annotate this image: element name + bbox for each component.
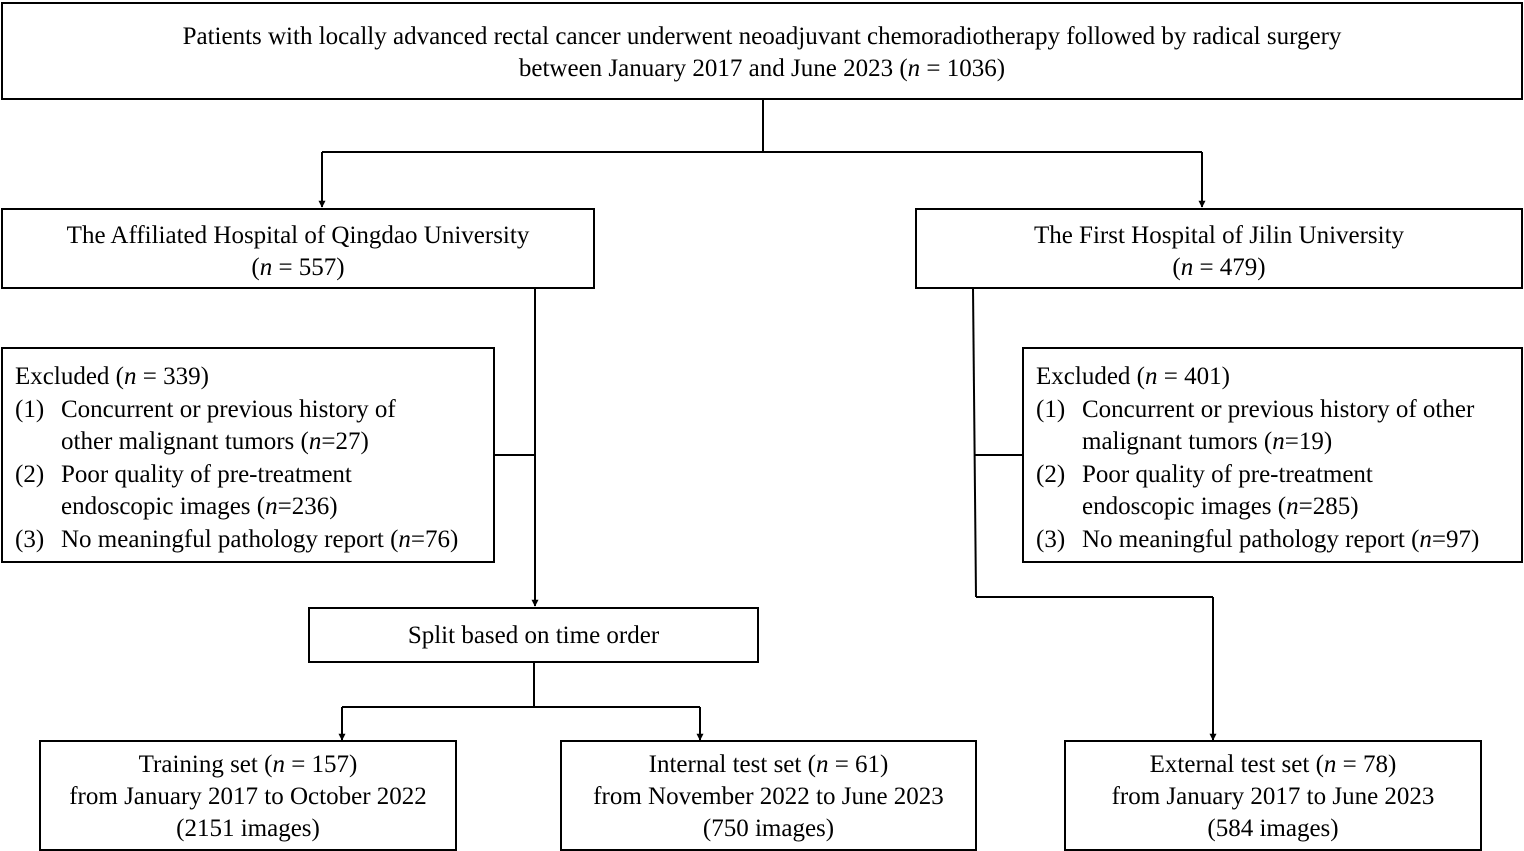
n-symbol: n bbox=[398, 525, 411, 553]
item-text-part: No meaningful pathology report ( bbox=[61, 525, 399, 553]
item-count: =76) bbox=[410, 525, 459, 553]
item-number: (1) bbox=[15, 395, 45, 423]
item-count: =236) bbox=[277, 493, 338, 520]
item-count: =19) bbox=[1284, 428, 1333, 455]
item-line: No meaningful pathology report (n=97) bbox=[1082, 524, 1521, 557]
title-count: = 339) bbox=[136, 363, 209, 390]
split-label: Split based on time order bbox=[407, 622, 660, 649]
item-text: Concurrent or previous history of other … bbox=[1082, 394, 1521, 459]
excluded-left-title: Excluded (n = 339) bbox=[15, 361, 493, 394]
count-value: = 479) bbox=[1193, 254, 1266, 281]
external-test-box: External test set (n = 78) from January … bbox=[1064, 740, 1482, 851]
n-symbol: n bbox=[1286, 493, 1299, 520]
n-symbol: n bbox=[1144, 363, 1158, 390]
exclusion-item: (1) Concurrent or previous history of ot… bbox=[1036, 394, 1521, 459]
item-line: malignant tumors (n=19) bbox=[1082, 426, 1521, 459]
training-images: (2151 images) bbox=[176, 815, 320, 842]
item-line: endoscopic images (n=236) bbox=[61, 491, 493, 524]
n-symbol: n bbox=[308, 428, 322, 455]
title-text: Training set ( bbox=[138, 751, 273, 778]
item-line: Poor quality of pre-treatment bbox=[1082, 460, 1373, 488]
exclusion-item: (1) Concurrent or previous history of ot… bbox=[15, 394, 493, 459]
top-line-1: Patients with locally advanced rectal ca… bbox=[182, 23, 1342, 50]
title-count: = 401) bbox=[1157, 363, 1230, 390]
internal-title: Internal test set (n = 61) bbox=[562, 749, 975, 781]
title-count: = 61) bbox=[828, 751, 889, 778]
jilin-count: (n = 479) bbox=[917, 252, 1521, 284]
training-period: from January 2017 to October 2022 bbox=[69, 783, 427, 810]
item-number: (2) bbox=[15, 460, 45, 488]
exclusion-item: (3) No meaningful pathology report (n=76… bbox=[15, 524, 493, 557]
item-text: No meaningful pathology report (n=97) bbox=[1082, 524, 1521, 557]
n-symbol: n bbox=[907, 55, 921, 82]
item-text-part: other malignant tumors ( bbox=[61, 428, 309, 455]
external-period: from January 2017 to June 2023 bbox=[1111, 783, 1435, 810]
jilin-down-line bbox=[972, 287, 977, 598]
n-symbol: n bbox=[272, 751, 285, 778]
title-text: Internal test set ( bbox=[648, 751, 816, 778]
item-text-part: endoscopic images ( bbox=[1082, 493, 1287, 520]
item-number: (1) bbox=[1036, 395, 1066, 423]
external-images: (584 images) bbox=[1207, 815, 1339, 842]
n-symbol: n bbox=[1323, 751, 1337, 778]
excluded-left-box: Excluded (n = 339) (1) Concurrent or pre… bbox=[1, 347, 495, 563]
paren: ( bbox=[251, 254, 260, 281]
item-line: No meaningful pathology report (n=76) bbox=[61, 524, 493, 557]
internal-period: from November 2022 to June 2023 bbox=[593, 783, 944, 810]
title-text: Excluded ( bbox=[1036, 363, 1145, 390]
training-set-box: Training set (n = 157) from January 2017… bbox=[39, 740, 457, 851]
title-text: External test set ( bbox=[1149, 751, 1324, 778]
excluded-right-title: Excluded (n = 401) bbox=[1036, 361, 1521, 394]
n-symbol: n bbox=[1272, 428, 1285, 455]
internal-images: (750 images) bbox=[702, 815, 835, 842]
n-symbol: n bbox=[259, 254, 273, 281]
item-count: =27) bbox=[321, 428, 369, 455]
exclusion-item: (3) No meaningful pathology report (n=97… bbox=[1036, 524, 1521, 557]
title-text: Excluded ( bbox=[15, 363, 124, 390]
item-text-part: malignant tumors ( bbox=[1082, 428, 1273, 455]
item-number: (3) bbox=[1036, 525, 1066, 553]
training-title: Training set (n = 157) bbox=[41, 749, 455, 781]
item-line: Poor quality of pre-treatment bbox=[61, 460, 352, 488]
item-text: Poor quality of pre-treatment endoscopic… bbox=[1082, 459, 1521, 524]
item-text: No meaningful pathology report (n=76) bbox=[61, 524, 493, 557]
item-text-part: endoscopic images ( bbox=[61, 493, 266, 520]
item-line: other malignant tumors (n=27) bbox=[61, 426, 493, 459]
item-count: =285) bbox=[1298, 493, 1359, 520]
jilin-name: The First Hospital of Jilin University bbox=[1033, 222, 1405, 249]
external-title: External test set (n = 78) bbox=[1066, 749, 1480, 781]
split-box: Split based on time order bbox=[308, 607, 759, 663]
n-symbol: n bbox=[1419, 525, 1432, 553]
internal-test-box: Internal test set (n = 61) from November… bbox=[560, 740, 977, 851]
item-text-part: No meaningful pathology report ( bbox=[1082, 525, 1420, 553]
paren: ( bbox=[1172, 254, 1181, 281]
qingdao-name: The Affiliated Hospital of Qingdao Unive… bbox=[66, 222, 530, 249]
n-symbol: n bbox=[123, 363, 137, 390]
n-symbol: n bbox=[1180, 254, 1194, 281]
qingdao-hospital-box: The Affiliated Hospital of Qingdao Unive… bbox=[1, 208, 595, 289]
item-text: Concurrent or previous history of other … bbox=[61, 394, 493, 459]
top-count: = 1036) bbox=[920, 55, 1006, 82]
item-line: Concurrent or previous history of other bbox=[1082, 395, 1475, 423]
item-line: Concurrent or previous history of bbox=[61, 395, 396, 423]
exclusion-item: (2) Poor quality of pre-treatment endosc… bbox=[15, 459, 493, 524]
item-text: Poor quality of pre-treatment endoscopic… bbox=[61, 459, 493, 524]
top-line-2-text: between January 2017 and June 2023 ( bbox=[518, 55, 908, 82]
exclusion-item: (2) Poor quality of pre-treatment endosc… bbox=[1036, 459, 1521, 524]
excluded-right-box: Excluded (n = 401) (1) Concurrent or pre… bbox=[1022, 347, 1523, 563]
item-number: (3) bbox=[15, 525, 45, 553]
n-symbol: n bbox=[265, 493, 278, 520]
title-count: = 157) bbox=[284, 751, 358, 778]
item-line: endoscopic images (n=285) bbox=[1082, 491, 1521, 524]
item-number: (2) bbox=[1036, 460, 1066, 488]
top-cohort-box: Patients with locally advanced rectal ca… bbox=[1, 2, 1523, 100]
n-symbol: n bbox=[815, 751, 829, 778]
jilin-hospital-box: The First Hospital of Jilin University (… bbox=[915, 208, 1523, 289]
top-line-2: between January 2017 and June 2023 (n = … bbox=[3, 53, 1521, 85]
title-count: = 78) bbox=[1336, 751, 1397, 778]
qingdao-count: (n = 557) bbox=[3, 252, 593, 284]
count-value: = 557) bbox=[272, 254, 345, 281]
item-count: =97) bbox=[1431, 525, 1480, 553]
